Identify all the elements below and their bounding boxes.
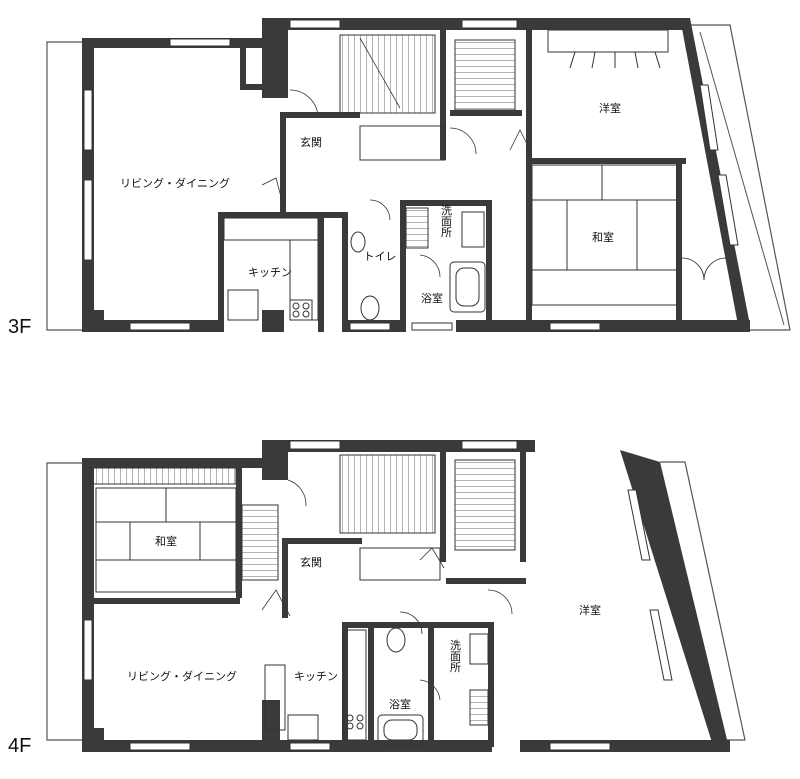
balcony-rail xyxy=(699,31,785,326)
room-japanese-4f: 和室 xyxy=(155,534,177,548)
floor-3f: リビング・ダイニング 玄関 キッチン トイレ 洗面所 浴室 洋室 和室 xyxy=(46,18,791,332)
kitchen-4f xyxy=(264,629,367,741)
shoe-storage-4f xyxy=(359,547,441,581)
balcony-east-4f xyxy=(660,461,746,741)
room-kitchen-4f: キッチン xyxy=(294,670,338,683)
floor-label-3f: 3F xyxy=(8,316,32,338)
room-living-dining-3f: リビング・ダイニング xyxy=(120,176,230,190)
room-washroom-3f: 洗面所 xyxy=(440,204,453,238)
stairs-4f-secondary xyxy=(454,459,516,551)
balcony-east xyxy=(690,24,791,331)
kitchen-3f xyxy=(223,217,319,321)
shoe-storage-3f xyxy=(359,125,446,161)
storage-4f xyxy=(241,504,279,581)
stairs-3f-main xyxy=(339,34,436,114)
room-entrance-4f: 玄関 xyxy=(300,555,322,569)
balcony-west-4f xyxy=(46,462,85,741)
wardrobe-3f xyxy=(547,29,669,69)
bath-fixtures-4f xyxy=(377,627,489,746)
windows-3f xyxy=(83,19,739,331)
room-entrance-3f: 玄関 xyxy=(300,135,322,149)
room-western-3f: 洋室 xyxy=(599,101,621,115)
stairs-3f-secondary xyxy=(454,39,516,111)
doors-3f xyxy=(261,89,727,281)
room-western-4f: 洋室 xyxy=(579,603,601,617)
doors-4f xyxy=(261,479,513,701)
floor-4f: 和室 玄関 リビング・ダイニング キッチン 浴室 洗面所 洋室 xyxy=(46,440,746,752)
stairs-3f-cut-line xyxy=(359,37,401,109)
room-kitchen-3f: キッチン xyxy=(248,266,292,279)
bath-fixtures-3f xyxy=(350,207,486,321)
room-japanese-3f: 和室 xyxy=(592,230,614,244)
room-bathroom-3f: 浴室 xyxy=(421,291,443,305)
room-toilet-3f: トイレ xyxy=(364,250,397,263)
tatami-4f xyxy=(95,487,237,593)
windows-4f xyxy=(83,440,673,751)
room-washroom-4f: 洗面所 xyxy=(449,639,462,673)
tatami-3f xyxy=(531,164,678,306)
balcony-west xyxy=(46,41,85,331)
room-living-dining-4f: リビング・ダイニング xyxy=(127,669,237,683)
stairs-4f-main xyxy=(339,454,436,534)
room-bathroom-4f: 浴室 xyxy=(389,697,411,711)
floor-label-4f: 4F xyxy=(8,735,32,757)
